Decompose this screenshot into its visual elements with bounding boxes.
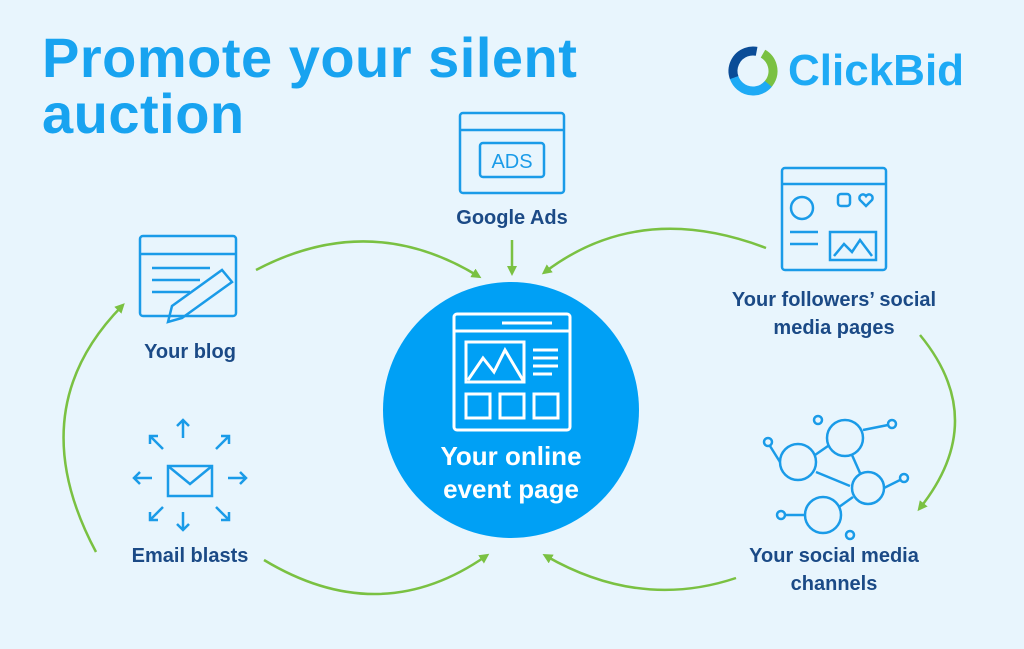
social-channels-label: Your social media channels [749, 542, 919, 598]
web-page-icon [452, 312, 572, 432]
ads-icon [458, 111, 566, 195]
followers-pages-label: Your followers’ social media pages [732, 286, 936, 342]
email-blasts-label: Email blasts [131, 545, 249, 567]
arrow-email-to-center [263, 553, 490, 596]
center-circle [383, 282, 639, 538]
email-blast-icon [132, 418, 248, 532]
flow-arrows [62, 227, 957, 596]
channels-label-line1: Your social media [749, 545, 919, 567]
arrow-followers-to-center [541, 227, 767, 275]
blog-icon [138, 234, 238, 324]
arrow-followers-to-channels [917, 334, 957, 512]
followers-label-line2: media pages [773, 317, 895, 339]
clickbid-logo: ClickBid [726, 44, 964, 98]
google-ads-label: Google Ads [456, 207, 568, 229]
page-title: Promote your silent auction [42, 26, 578, 145]
center-label: Your online event page [440, 441, 582, 504]
ads-badge-text: ADS [491, 151, 532, 173]
channels-label-line2: channels [790, 573, 878, 595]
arrow-blog-to-center [255, 240, 482, 279]
arrow-email-to-blog [62, 303, 125, 553]
logo-ring-icon [728, 46, 778, 96]
blog-label: Your blog [144, 341, 236, 363]
arrow-channels-to-center [542, 554, 737, 592]
social-network-icon [762, 414, 910, 541]
logo-text: ClickBid [788, 46, 965, 95]
social-page-icon [780, 166, 888, 272]
followers-label-line1: Your followers’ social [731, 289, 937, 311]
